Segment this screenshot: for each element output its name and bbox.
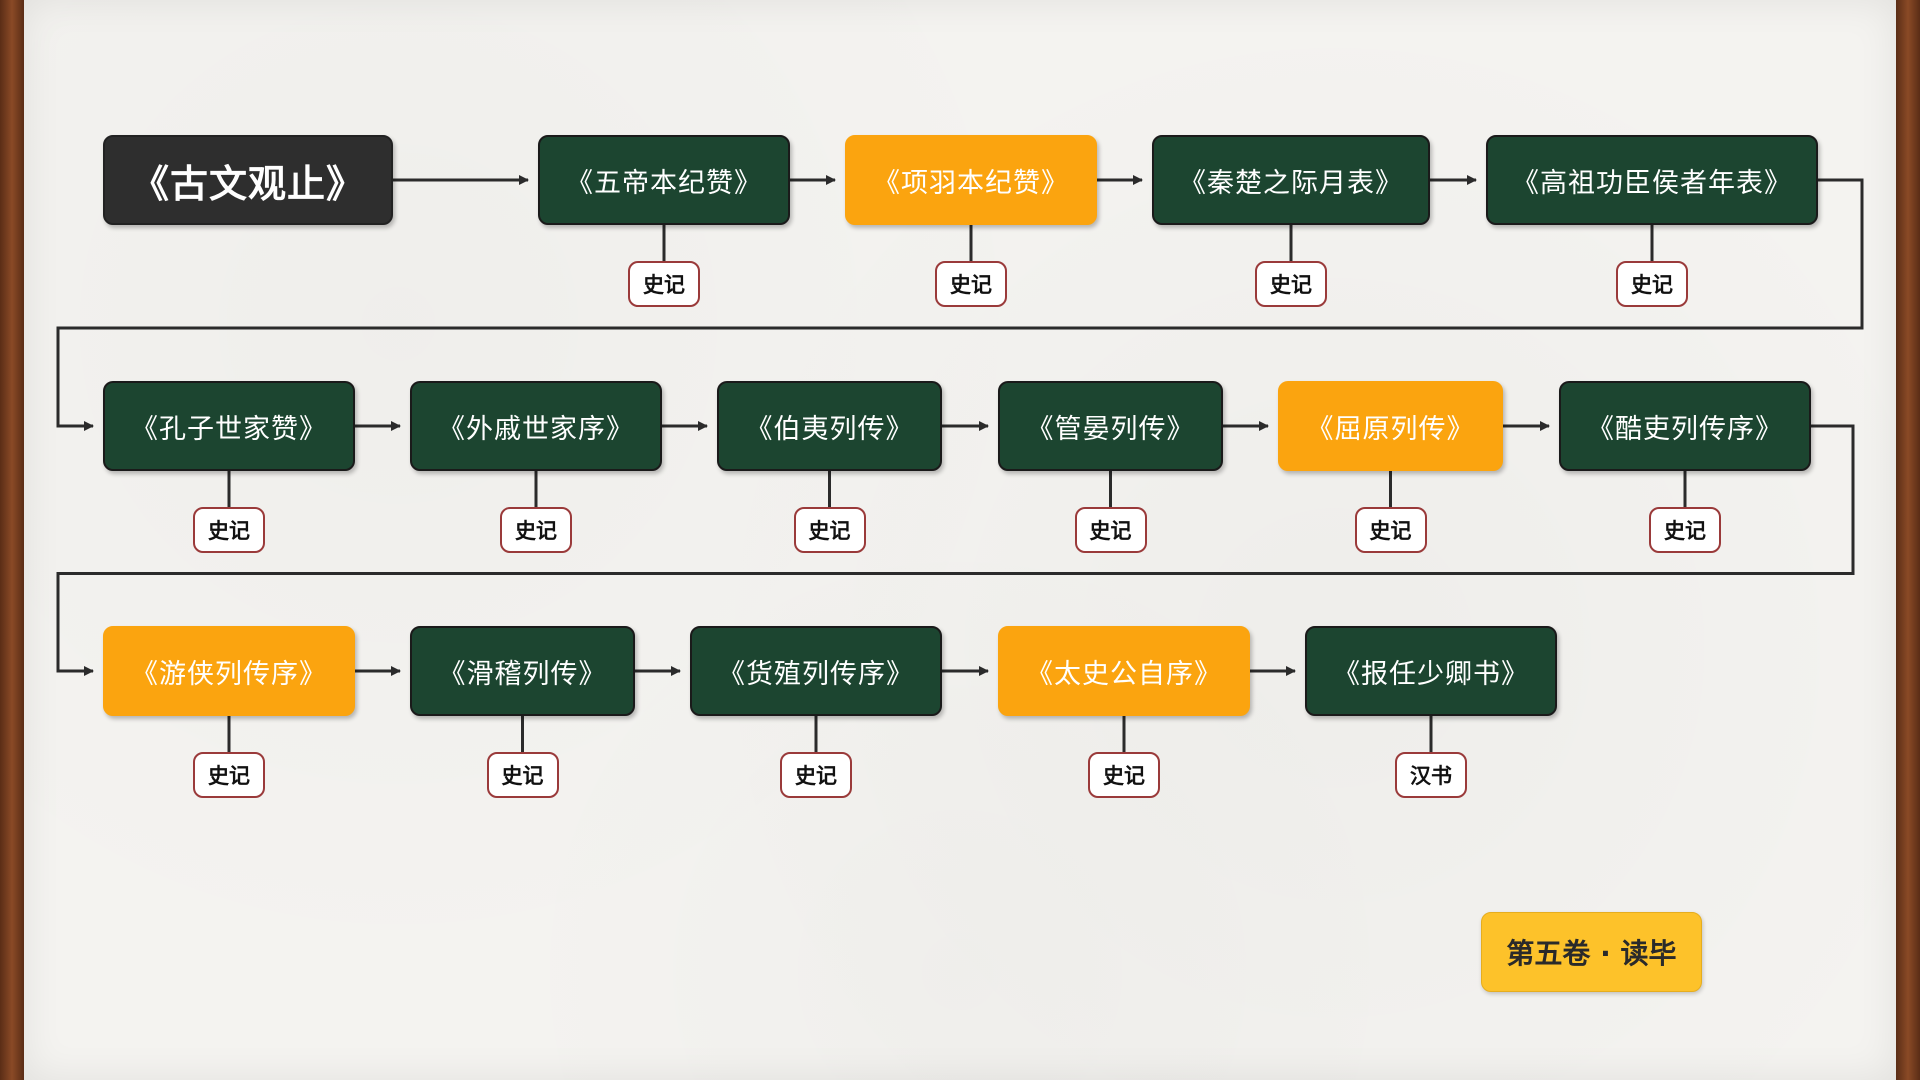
source-tag-1-4: 史记 — [1616, 261, 1688, 307]
chapter-node-1-2[interactable]: 《项羽本纪赞》 — [845, 135, 1097, 225]
chapter-node-3-2[interactable]: 《滑稽列传》 — [410, 626, 635, 716]
chapter-node-2-6[interactable]: 《酷吏列传序》 — [1559, 381, 1811, 471]
source-tag-1-2: 史记 — [935, 261, 1007, 307]
wood-frame-right — [1896, 0, 1920, 1080]
source-tag-3-5: 汉书 — [1395, 752, 1467, 798]
chapter-node-2-5[interactable]: 《屈原列传》 — [1278, 381, 1503, 471]
chapter-node-3-4[interactable]: 《太史公自序》 — [998, 626, 1250, 716]
chapter-node-2-3[interactable]: 《伯夷列传》 — [717, 381, 942, 471]
source-tag-2-6: 史记 — [1649, 507, 1721, 553]
source-tag-1-3: 史记 — [1255, 261, 1327, 307]
source-tag-3-1: 史记 — [193, 752, 265, 798]
chapter-node-1-1[interactable]: 《五帝本纪赞》 — [538, 135, 790, 225]
chapter-node-2-4[interactable]: 《管晏列传》 — [998, 381, 1223, 471]
source-tag-2-1: 史记 — [193, 507, 265, 553]
chapter-node-3-3[interactable]: 《货殖列传序》 — [690, 626, 942, 716]
source-tag-2-5: 史记 — [1354, 507, 1427, 553]
chapter-node-1-3[interactable]: 《秦楚之际月表》 — [1152, 135, 1430, 225]
root-node-guwenguanzhi[interactable]: 《古文观止》 — [103, 135, 393, 225]
source-tag-3-4: 史记 — [1088, 752, 1160, 798]
source-tag-3-3: 史记 — [780, 752, 852, 798]
source-tag-2-4: 史记 — [1074, 507, 1147, 553]
source-tag-2-2: 史记 — [500, 507, 572, 553]
volume-finished-stamp: 第五卷 · 读毕 — [1481, 912, 1702, 992]
source-tag-2-3: 史记 — [793, 507, 866, 553]
chapter-node-2-2[interactable]: 《外戚世家序》 — [410, 381, 662, 471]
source-tag-1-1: 史记 — [628, 261, 700, 307]
chapter-node-1-4[interactable]: 《高祖功臣侯者年表》 — [1486, 135, 1818, 225]
chapter-node-3-5[interactable]: 《报任少卿书》 — [1305, 626, 1557, 716]
source-tag-3-2: 史记 — [486, 752, 559, 798]
wood-frame-left — [0, 0, 24, 1080]
chapter-node-2-1[interactable]: 《孔子世家赞》 — [103, 381, 355, 471]
chapter-node-3-1[interactable]: 《游侠列传序》 — [103, 626, 355, 716]
